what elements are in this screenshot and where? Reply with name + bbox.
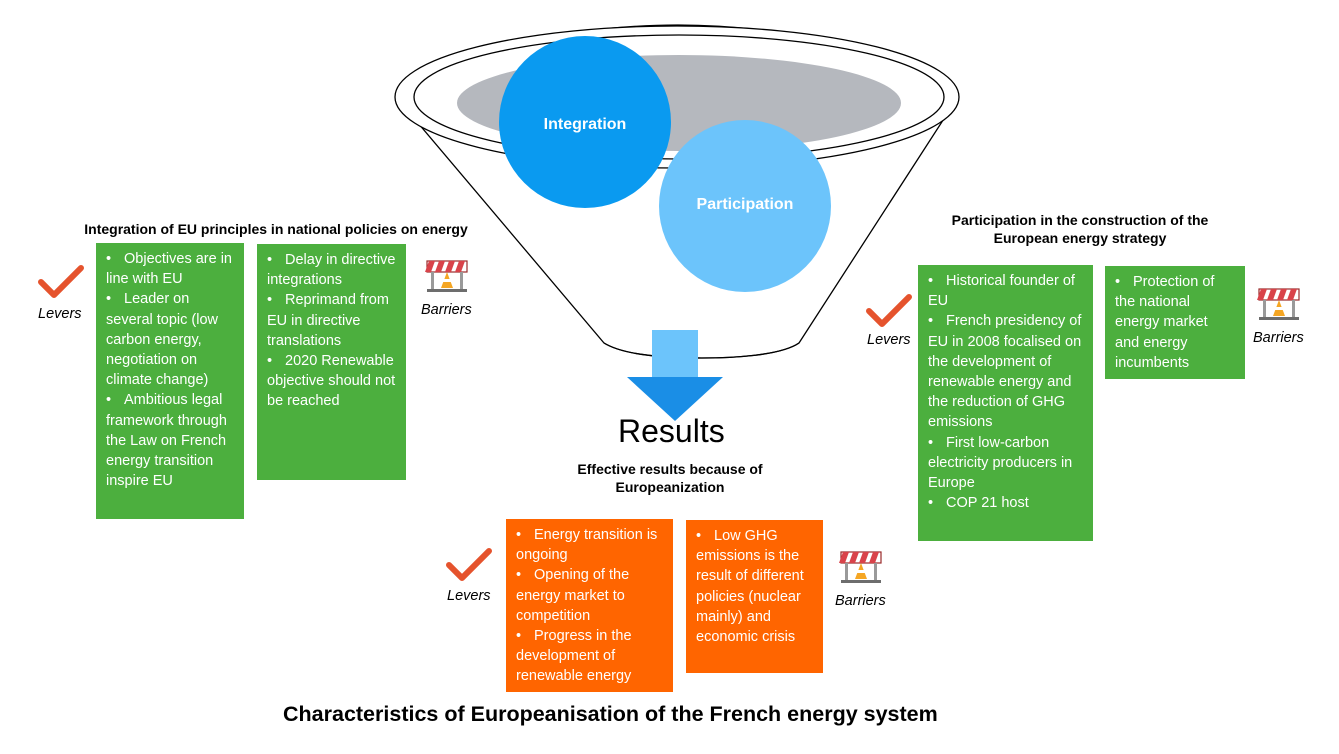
bullet-icon: • xyxy=(928,495,934,512)
bullet-icon: • xyxy=(106,392,112,409)
checkmark-icon xyxy=(866,294,912,327)
page-title: Characteristics of Europeanisation of th… xyxy=(283,702,938,726)
participation-circle xyxy=(659,120,831,292)
funnel-spout xyxy=(603,342,800,359)
list-item: •2020 Renewable objective should not be … xyxy=(267,351,396,412)
list-item: •First low-carbon electricity producers … xyxy=(928,433,1083,494)
list-item-text: Delay in directive integrations xyxy=(267,252,396,289)
bullet-icon: • xyxy=(516,628,522,645)
checkmark-icon xyxy=(446,548,492,581)
list-item: •Progress in the development of renewabl… xyxy=(516,626,663,687)
bullet-icon: • xyxy=(516,527,522,543)
bullet-icon: • xyxy=(928,273,934,289)
down-arrow-icon xyxy=(627,330,723,421)
integration-barriers-box: •Delay in directive integrations•Reprima… xyxy=(257,244,406,480)
road-barrier-icon xyxy=(425,260,468,292)
integration-circle-label: Integration xyxy=(543,116,627,133)
results-levers-box: •Energy transition is ongoing•Opening of… xyxy=(506,519,673,692)
integration-levers-box: •Objectives are in line with EU•Leader o… xyxy=(96,243,244,519)
list-item-text: First low-carbon electricity producers i… xyxy=(928,434,1073,492)
list-item: •Energy transition is ongoing xyxy=(516,525,663,565)
bullet-icon: • xyxy=(928,313,934,330)
list-item: •Objectives are in line with EU xyxy=(106,249,234,289)
results-label: Results xyxy=(618,413,725,449)
results-subtitle: Effective results because of Europeaniza… xyxy=(577,461,763,495)
participation-circle-label: Participation xyxy=(696,196,794,213)
list-item-text: French presidency of EU in 2008 focalise… xyxy=(928,313,1082,431)
list-item: •Reprimand from EU in directive translat… xyxy=(267,290,396,351)
bullet-icon: • xyxy=(516,567,522,584)
participation-barriers-label: Barriers xyxy=(1253,330,1304,346)
integration-barriers-label: Barriers xyxy=(421,302,472,318)
bullet-icon: • xyxy=(267,252,273,268)
bullet-icon: • xyxy=(696,528,702,544)
list-item-text: Leader on several topic (low carbon ener… xyxy=(106,291,219,389)
list-item-text: Reprimand from EU in directive translati… xyxy=(267,292,389,349)
list-item: •Historical founder of EU xyxy=(928,271,1083,311)
list-item: •Protection of the national energy marke… xyxy=(1115,272,1235,373)
list-item: •Opening of the energy market to competi… xyxy=(516,565,663,626)
list-item-text: COP 21 host xyxy=(946,495,1029,512)
participation-section-title: Participation in the construction of the… xyxy=(951,212,1209,246)
list-item: •Ambitious legal framework through the L… xyxy=(106,390,234,491)
bullet-icon: • xyxy=(106,291,112,308)
results-barriers-label: Barriers xyxy=(835,593,886,609)
list-item-text: Progress in the development of renewable… xyxy=(516,628,632,685)
integration-section-title: Integration of EU principles in national… xyxy=(84,221,468,237)
list-item: •Leader on several topic (low carbon ene… xyxy=(106,289,234,390)
list-item: •Low GHG emissions is the result of diff… xyxy=(696,526,813,647)
bullet-icon: • xyxy=(928,434,934,451)
list-item: •Delay in directive integrations xyxy=(267,250,396,290)
participation-levers-box: •Historical founder of EU•French preside… xyxy=(918,265,1093,541)
list-item-text: Energy transition is ongoing xyxy=(516,527,658,564)
list-item-text: Opening of the energy market to competit… xyxy=(516,567,630,624)
list-item: •French presidency of EU in 2008 focalis… xyxy=(928,311,1083,432)
participation-barriers-box: •Protection of the national energy marke… xyxy=(1105,266,1245,379)
participation-levers-label: Levers xyxy=(867,332,911,348)
list-item-text: Ambitious legal framework through the La… xyxy=(106,392,227,490)
bullet-icon: • xyxy=(267,353,273,370)
list-item-text: 2020 Renewable objective should not be r… xyxy=(267,353,396,410)
bullet-icon: • xyxy=(106,251,112,267)
list-item-text: Historical founder of EU xyxy=(928,273,1075,310)
checkmark-icon xyxy=(38,265,84,298)
bullet-icon: • xyxy=(267,292,273,309)
list-item-text: Low GHG emissions is the result of diffe… xyxy=(696,528,804,646)
road-barrier-icon xyxy=(1257,288,1300,320)
list-item-text: Protection of the national energy market… xyxy=(1115,274,1215,371)
bullet-icon: • xyxy=(1115,274,1121,290)
results-barriers-box: •Low GHG emissions is the result of diff… xyxy=(686,520,823,673)
integration-levers-label: Levers xyxy=(38,306,82,322)
list-item-text: Objectives are in line with EU xyxy=(106,251,232,288)
list-item: • COP 21 host xyxy=(928,493,1083,513)
integration-circle xyxy=(499,36,671,208)
results-levers-label: Levers xyxy=(447,588,491,604)
road-barrier-icon xyxy=(839,551,882,583)
